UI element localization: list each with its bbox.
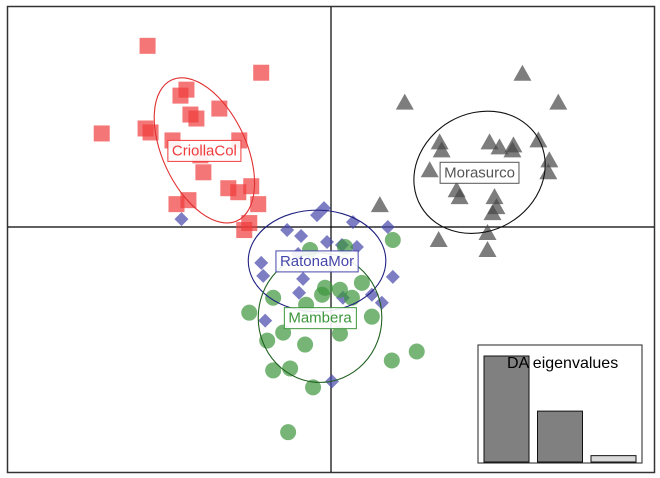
group-label-criollacol: CriollaCol xyxy=(172,142,237,159)
point-triangle xyxy=(432,141,451,158)
point-triangle xyxy=(490,138,509,155)
ellipse-criollacol xyxy=(153,77,256,224)
group-label-mambera: Mambera xyxy=(288,310,352,327)
point-square xyxy=(230,184,247,201)
point-square xyxy=(93,125,110,142)
point-circle xyxy=(363,308,380,325)
point-circle xyxy=(305,379,322,396)
point-diamond xyxy=(254,255,269,270)
point-square xyxy=(172,87,189,104)
group-label-box xyxy=(167,139,242,162)
point-diamond xyxy=(364,287,379,302)
point-triangle xyxy=(430,133,449,150)
point-square xyxy=(250,196,267,213)
point-circle xyxy=(265,289,282,306)
point-circle xyxy=(280,424,297,441)
point-triangle xyxy=(370,196,389,213)
point-diamond xyxy=(296,271,311,286)
point-circle xyxy=(331,325,348,342)
point-diamond xyxy=(258,313,273,328)
point-circle xyxy=(314,286,331,303)
point-diamond xyxy=(385,269,400,284)
point-triangle xyxy=(485,188,504,205)
ellipse-morasurco xyxy=(413,110,546,234)
point-diamond xyxy=(380,220,395,235)
point-triangle xyxy=(503,141,522,158)
point-circle xyxy=(343,289,360,306)
point-diamond xyxy=(294,229,309,244)
eigenvalue-bar-1 xyxy=(483,355,530,463)
point-circle xyxy=(383,352,400,369)
point-diamond xyxy=(256,268,271,283)
eigenvalues-inset: DA eigenvalues xyxy=(477,344,643,464)
point-diamond xyxy=(280,223,295,238)
point-square xyxy=(195,164,212,181)
inset-bars xyxy=(483,355,637,463)
point-diamond xyxy=(310,208,325,223)
point-triangle xyxy=(549,93,568,110)
point-triangle xyxy=(478,240,497,257)
point-triangle xyxy=(513,64,532,81)
point-triangle xyxy=(487,198,506,215)
inset-title: DA eigenvalues xyxy=(507,355,618,372)
point-circle xyxy=(265,362,282,379)
point-triangle xyxy=(429,230,448,247)
point-circle xyxy=(353,274,370,291)
point-square xyxy=(243,178,260,195)
point-diamond xyxy=(292,285,307,300)
point-triangle xyxy=(450,188,469,205)
point-square xyxy=(211,100,228,117)
point-square xyxy=(168,196,185,213)
group-label-ratonamor: RatonaMor xyxy=(280,253,354,270)
point-square xyxy=(253,64,270,81)
eigenvalue-bar-2 xyxy=(537,410,583,463)
point-triangle xyxy=(480,133,499,150)
point-triangle xyxy=(420,161,439,178)
point-circle xyxy=(408,343,425,360)
point-diamond xyxy=(320,234,335,249)
point-circle xyxy=(297,336,314,353)
group-label-box xyxy=(275,250,359,273)
point-square xyxy=(236,222,253,239)
point-circle xyxy=(241,304,258,321)
eigenvalue-bar-3 xyxy=(590,455,637,463)
group-label-box xyxy=(283,307,357,330)
point-square xyxy=(139,37,156,54)
point-square xyxy=(188,110,205,127)
point-diamond xyxy=(174,212,189,227)
point-circle xyxy=(384,231,401,248)
group-label-box xyxy=(439,161,520,184)
group-label-morasurco: Morasurco xyxy=(444,164,515,181)
point-circle xyxy=(331,281,348,298)
point-diamond xyxy=(374,295,389,310)
point-triangle xyxy=(395,93,414,110)
